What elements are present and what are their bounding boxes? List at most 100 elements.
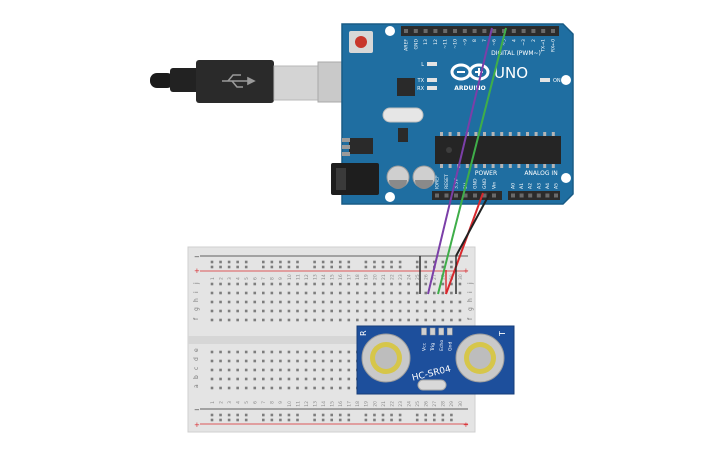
power-pin-label: 3.3V bbox=[454, 178, 460, 189]
breadboard-hole bbox=[296, 265, 299, 269]
chip-leg bbox=[551, 132, 555, 136]
breadboard-hole bbox=[356, 300, 359, 304]
column-number: 15 bbox=[330, 274, 336, 280]
breadboard-hole bbox=[415, 291, 419, 295]
breadboard-hole bbox=[338, 318, 342, 322]
breadboard-hole bbox=[313, 282, 316, 286]
wire-black[interactable] bbox=[455, 192, 491, 257]
wire-purple[interactable] bbox=[427, 27, 493, 295]
analog-label: ANALOG IN bbox=[524, 170, 557, 177]
breadboard-hole bbox=[219, 386, 222, 390]
chip-leg bbox=[517, 164, 521, 168]
breadboard-hole bbox=[433, 413, 436, 417]
breadboard-hole bbox=[270, 413, 274, 417]
breadboard-hole bbox=[458, 282, 462, 286]
led-tx bbox=[427, 78, 437, 82]
header-pin bbox=[443, 29, 448, 33]
breadboard-hole bbox=[219, 368, 222, 372]
column-number: 19 bbox=[364, 274, 370, 280]
digital-pin-label: ~3 bbox=[521, 39, 527, 46]
wire-green[interactable] bbox=[437, 27, 507, 295]
breadboard-hole bbox=[398, 413, 402, 417]
sensor-right-mark: T bbox=[498, 331, 507, 337]
mounting-hole bbox=[561, 173, 571, 183]
column-number: 11 bbox=[295, 401, 301, 407]
breadboard-hole bbox=[338, 260, 342, 264]
breadboard-hole bbox=[373, 282, 376, 286]
breadboard-hole bbox=[330, 291, 333, 295]
breadboard-hole bbox=[270, 260, 274, 264]
breadboard-hole bbox=[279, 260, 282, 264]
reset-button-cap[interactable] bbox=[355, 36, 367, 48]
digital-pin-label: 4 bbox=[511, 39, 517, 42]
breadboard-hole bbox=[450, 300, 453, 304]
breadboard-hole bbox=[313, 377, 316, 381]
sensor-pin bbox=[447, 327, 453, 336]
power-pin-label: IOREF bbox=[435, 175, 441, 189]
column-number: 23 bbox=[398, 274, 404, 280]
breadboard-hole bbox=[390, 282, 393, 286]
breadboard-hole bbox=[347, 260, 351, 264]
arduino-brand: ARDUINO bbox=[454, 85, 485, 92]
breadboard-hole bbox=[321, 318, 325, 322]
breadboard-hole bbox=[236, 291, 239, 295]
header-pin bbox=[511, 29, 516, 33]
breadboard-hole bbox=[356, 291, 359, 295]
breadboard-hole bbox=[450, 413, 453, 417]
column-number: 17 bbox=[347, 401, 353, 407]
breadboard-hole bbox=[262, 291, 265, 295]
breadboard-hole bbox=[415, 260, 419, 264]
analog-pin-label: A0 bbox=[511, 183, 517, 189]
breadboard-hole bbox=[390, 265, 393, 269]
mounting-hole bbox=[561, 75, 571, 85]
breadboard-hole bbox=[270, 368, 274, 372]
breadboard-hole bbox=[287, 300, 291, 304]
chip-leg bbox=[491, 164, 495, 168]
column-number: 27 bbox=[432, 274, 438, 280]
breadboard-hole bbox=[313, 260, 316, 264]
breadboard-hole bbox=[398, 265, 402, 269]
column-number: 20 bbox=[372, 401, 378, 407]
rail-plus-mark: + bbox=[194, 267, 200, 275]
column-number: 4 bbox=[235, 277, 241, 280]
breadboard-hole bbox=[304, 300, 308, 304]
transmitter-transducer bbox=[455, 333, 505, 383]
column-number: 3 bbox=[227, 277, 233, 280]
breadboard-hole bbox=[313, 413, 316, 417]
breadboard-hole bbox=[262, 359, 265, 363]
breadboard-hole bbox=[244, 350, 248, 354]
breadboard-hole bbox=[381, 300, 385, 304]
breadboard-hole bbox=[441, 282, 445, 286]
breadboard-hole bbox=[270, 300, 274, 304]
breadboard-hole bbox=[441, 300, 445, 304]
column-number: 16 bbox=[338, 401, 344, 407]
breadboard-hole bbox=[321, 300, 325, 304]
breadboard-hole bbox=[450, 291, 453, 295]
breadboard-hole bbox=[433, 318, 436, 322]
breadboard-hole bbox=[364, 265, 368, 269]
power-header-pins bbox=[435, 193, 496, 198]
analog-header-pins bbox=[511, 193, 558, 198]
digital-pin-label: AREF bbox=[404, 39, 410, 51]
breadboard-hole bbox=[244, 413, 248, 417]
jumper-wires[interactable] bbox=[419, 27, 507, 295]
header-pin bbox=[462, 29, 467, 33]
capacitor bbox=[386, 165, 410, 189]
breadboard-hole bbox=[330, 260, 333, 264]
row-letter: a bbox=[193, 384, 200, 388]
breadboard-hole bbox=[330, 318, 333, 322]
breadboard-hole bbox=[287, 282, 291, 286]
breadboard-hole bbox=[236, 413, 239, 417]
breadboard-hole bbox=[424, 265, 428, 269]
breadboard-hole bbox=[244, 291, 248, 295]
header-pin bbox=[482, 29, 487, 33]
wire-red[interactable] bbox=[445, 192, 484, 295]
digital-header bbox=[401, 26, 559, 36]
breadboard-hole bbox=[450, 309, 453, 313]
breadboard-hole bbox=[321, 368, 325, 372]
chip-leg bbox=[543, 164, 547, 168]
